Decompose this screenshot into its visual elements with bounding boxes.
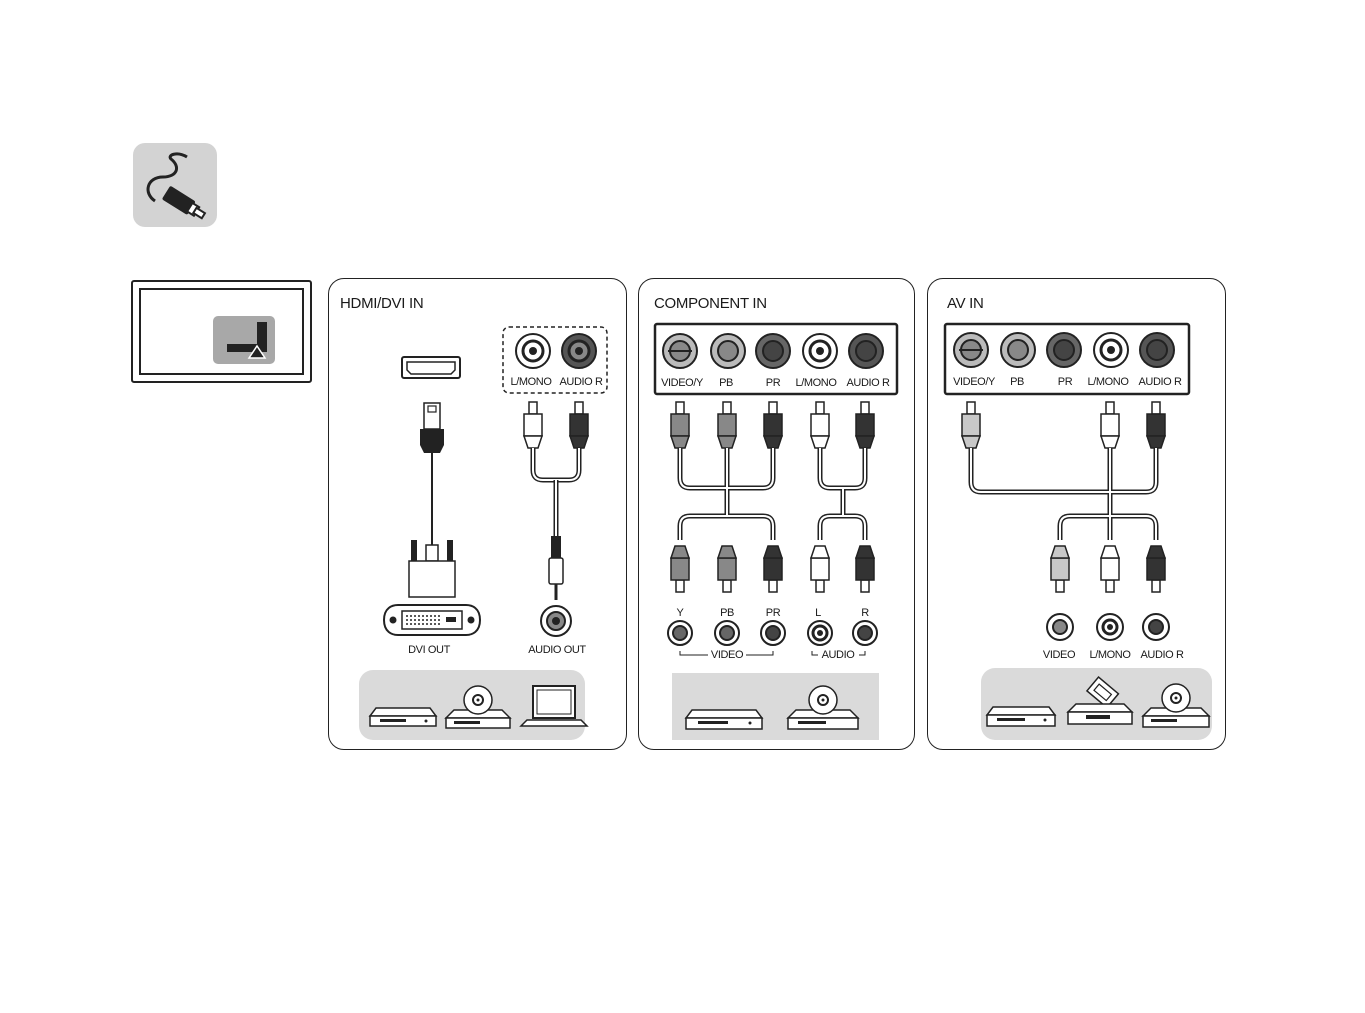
component-jack-pr bbox=[756, 334, 790, 368]
dvd-player-icon bbox=[370, 708, 436, 726]
component-source-jack-pr bbox=[761, 621, 785, 645]
component-jack-l-mono bbox=[803, 334, 837, 368]
component-jack-label-pr: PR bbox=[766, 377, 780, 389]
dvd-player-icon bbox=[686, 710, 762, 729]
component-jack-audio-r bbox=[849, 334, 883, 368]
vcr-icon bbox=[1068, 677, 1132, 724]
av-jack-label-audio-r: AUDIO R bbox=[1138, 376, 1181, 388]
av-source-jack-audio-r bbox=[1143, 614, 1169, 640]
bluray-player-icon bbox=[788, 686, 858, 729]
hdmi-plug-icon bbox=[420, 403, 444, 453]
av-source-jack-video bbox=[1047, 614, 1073, 640]
av-source-jack-l-mono bbox=[1097, 614, 1123, 640]
hdmi-jack-audio-r bbox=[562, 334, 596, 368]
hdmi-jack-l-mono bbox=[516, 334, 550, 368]
dvi-port-icon bbox=[384, 605, 480, 635]
component-jack-label-audio-r: AUDIO R bbox=[846, 377, 889, 389]
component-source-jack-l bbox=[808, 621, 832, 645]
av-jack-video-y bbox=[954, 333, 988, 367]
component-jack-video-y bbox=[663, 334, 697, 368]
av-jack-label-pr: PR bbox=[1058, 376, 1072, 388]
component-jack-label-pb: PB bbox=[719, 377, 733, 389]
component-source-label-y: Y bbox=[677, 607, 684, 619]
av-jack-audio-r bbox=[1140, 333, 1174, 367]
component-group-label-video: VIDEO bbox=[711, 649, 743, 661]
component-group-label-audio: AUDIO bbox=[822, 649, 855, 661]
av-source-label-l-mono: L/MONO bbox=[1090, 649, 1131, 661]
av-jack-pb bbox=[1001, 333, 1035, 367]
av-jack-label-l-mono: L/MONO bbox=[1088, 376, 1129, 388]
component-source-jack-y bbox=[668, 621, 692, 645]
hdmi-source-label-audio-out: AUDIO OUT bbox=[528, 644, 586, 656]
hdmi-source-label-dvi-out: DVI OUT bbox=[408, 644, 450, 656]
component-source-label-pr: PR bbox=[766, 607, 780, 619]
component-source-label-l: L bbox=[815, 607, 821, 619]
av-jack-label-video-y: VIDEO/Y bbox=[953, 376, 995, 388]
mini-jack-plug-icon bbox=[549, 536, 563, 600]
av-source-label-video: VIDEO bbox=[1043, 649, 1075, 661]
component-jack-pb bbox=[711, 334, 745, 368]
av-jack-pr bbox=[1047, 333, 1081, 367]
laptop-icon bbox=[521, 686, 587, 726]
component-source-jack-pb bbox=[715, 621, 739, 645]
component-jack-label-video-y: VIDEO/Y bbox=[661, 377, 703, 389]
component-source-label-pb: PB bbox=[720, 607, 734, 619]
component-source-jack-r bbox=[853, 621, 877, 645]
dvd-player-icon bbox=[987, 707, 1055, 726]
av-jack-label-pb: PB bbox=[1010, 376, 1024, 388]
bluray-player-icon bbox=[1143, 684, 1209, 727]
av-jack-l-mono bbox=[1094, 333, 1128, 367]
dvi-plug-icon bbox=[409, 540, 455, 597]
hdmi-port-icon bbox=[402, 357, 460, 378]
audio-out-jack bbox=[541, 606, 571, 636]
hdmi-jack-label-audio-r: AUDIO R bbox=[559, 376, 602, 388]
component-source-label-r: R bbox=[861, 607, 869, 619]
bluray-player-icon bbox=[446, 686, 510, 728]
component-jack-label-l-mono: L/MONO bbox=[796, 377, 837, 389]
av-source-label-audio-r: AUDIO R bbox=[1140, 649, 1183, 661]
hdmi-jack-label-l-mono: L/MONO bbox=[511, 376, 552, 388]
